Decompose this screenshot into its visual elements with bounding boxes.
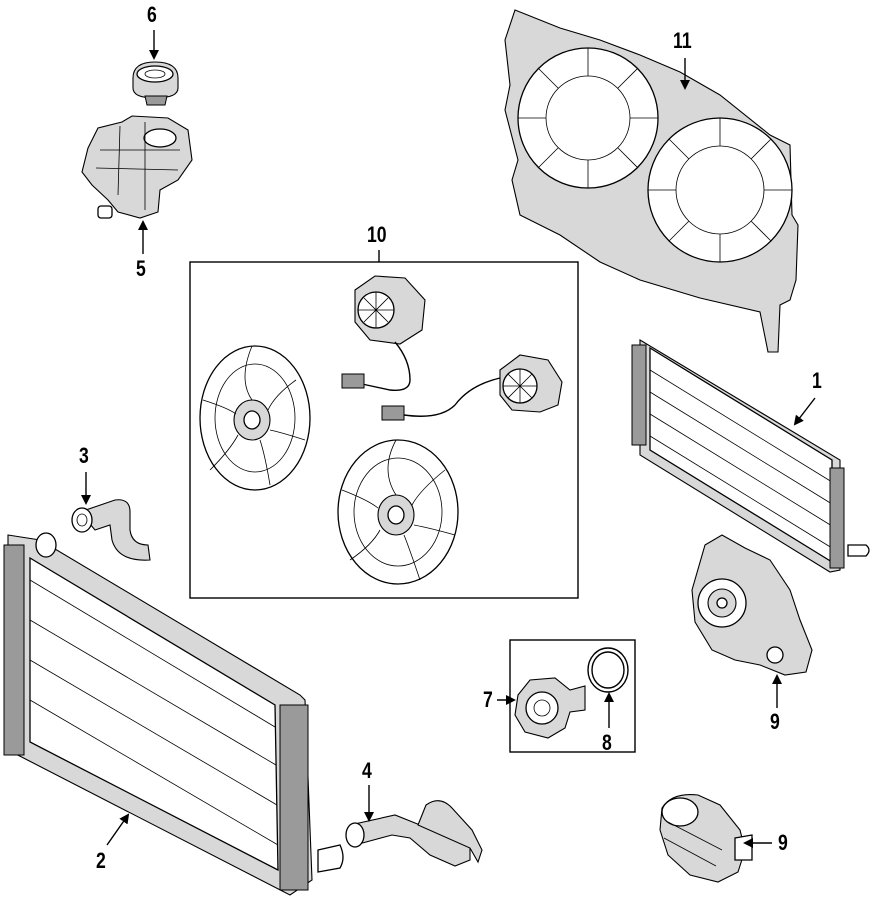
callout-8: 8: [602, 730, 612, 755]
callout-11: 11: [673, 28, 692, 53]
callout-7: 7: [483, 687, 493, 712]
callout-4: 4: [362, 758, 372, 783]
fan-kit-box: [189, 261, 579, 599]
water-pump: [691, 534, 813, 676]
upper-hose: [71, 499, 151, 561]
fan-motor-top: [341, 275, 426, 391]
lower-hose: [345, 800, 483, 867]
callout-6: 6: [147, 2, 157, 27]
aux-radiator: [631, 339, 870, 573]
callout-2: 2: [96, 848, 106, 873]
aux-water-pump: [659, 793, 753, 883]
main-radiator: [3, 532, 344, 896]
callout-10: 10: [367, 222, 387, 247]
leader-arrows: [81, 30, 816, 848]
expansion-reservoir: [81, 115, 193, 219]
callout-9-upper: 9: [770, 709, 780, 734]
fan-motor-bottom: [381, 354, 563, 421]
fan-blade-right: [337, 439, 459, 585]
thermostat-housing: [514, 677, 586, 739]
thermostat-seal: [587, 647, 629, 693]
callout-9-lower: 9: [778, 830, 788, 855]
callout-5: 5: [136, 256, 146, 281]
fan-blade-left: [199, 345, 311, 491]
fan-shroud: [504, 9, 799, 353]
reservoir-cap: [132, 61, 179, 106]
callout-3: 3: [79, 443, 89, 468]
callout-1: 1: [812, 368, 822, 393]
